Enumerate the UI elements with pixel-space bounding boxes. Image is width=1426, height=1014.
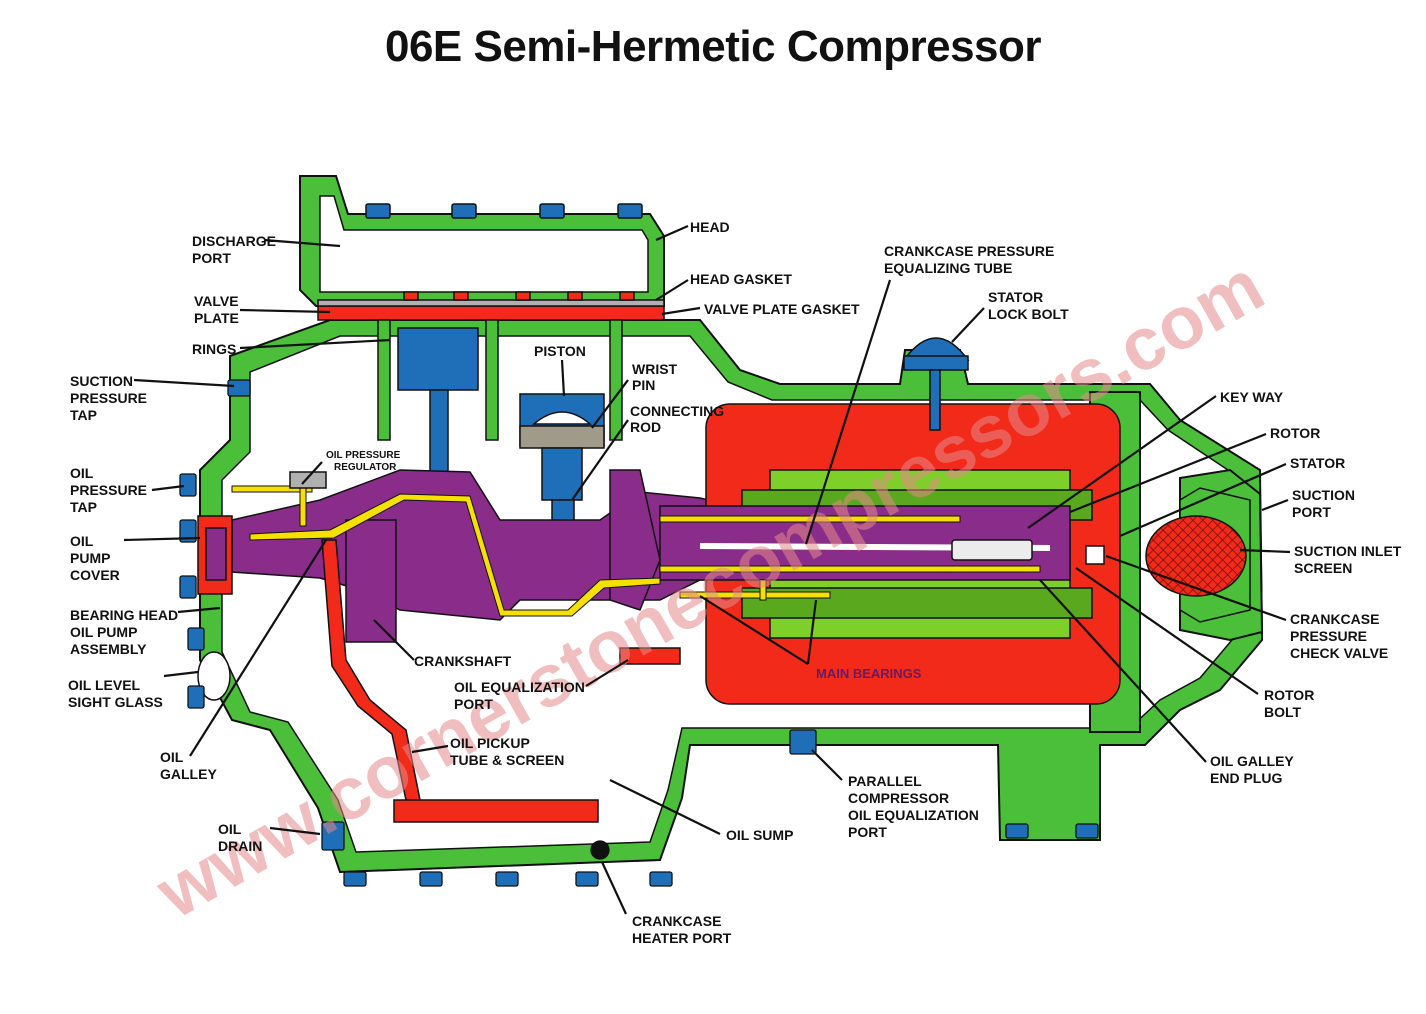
page-title: 06E Semi-Hermetic Compressor <box>384 22 1042 71</box>
label-main-bearings: MAIN BEARINGS <box>816 666 922 681</box>
oil-pickup-screen <box>393 799 599 823</box>
label-oil-sump: OIL SUMP <box>726 827 793 843</box>
counterweight <box>345 519 397 643</box>
crankcase-check-valve <box>1085 545 1105 565</box>
head-gasket <box>317 299 665 307</box>
label-rings: RINGS <box>192 341 236 357</box>
label-head: HEAD <box>690 219 730 235</box>
rotor-bolt <box>951 539 1033 561</box>
stator-lock-bolt <box>902 337 970 431</box>
leader-lines <box>123 224 1291 915</box>
oil-equalization-port <box>619 647 681 665</box>
oil-pickup-tube <box>321 539 681 823</box>
oil-level-sight-glass <box>197 651 231 701</box>
label-crankshaft: CRANKSHAFT <box>414 653 512 669</box>
wrist-pin <box>519 425 605 449</box>
label-rotor: ROTOR <box>1270 425 1320 441</box>
label-stator: STATOR <box>1290 455 1345 471</box>
label-key-way: KEY WAY <box>1220 389 1284 405</box>
housing-bolts <box>179 379 1099 887</box>
oil-pump-assembly <box>197 471 327 701</box>
label-piston: PISTON <box>534 343 586 359</box>
label-valve-plate-gasket: VALVE PLATE GASKET <box>704 301 860 317</box>
head-bolts <box>365 203 643 219</box>
label-head-gasket: HEAD GASKET <box>690 271 792 287</box>
valve-plate <box>317 305 665 321</box>
piston-right <box>519 393 605 561</box>
crankcase-heater-port <box>590 840 610 860</box>
motor <box>659 403 1121 705</box>
oil-passages <box>231 485 1041 617</box>
cylinder-walls <box>377 319 623 441</box>
oil-pressure-regulator <box>289 471 327 489</box>
